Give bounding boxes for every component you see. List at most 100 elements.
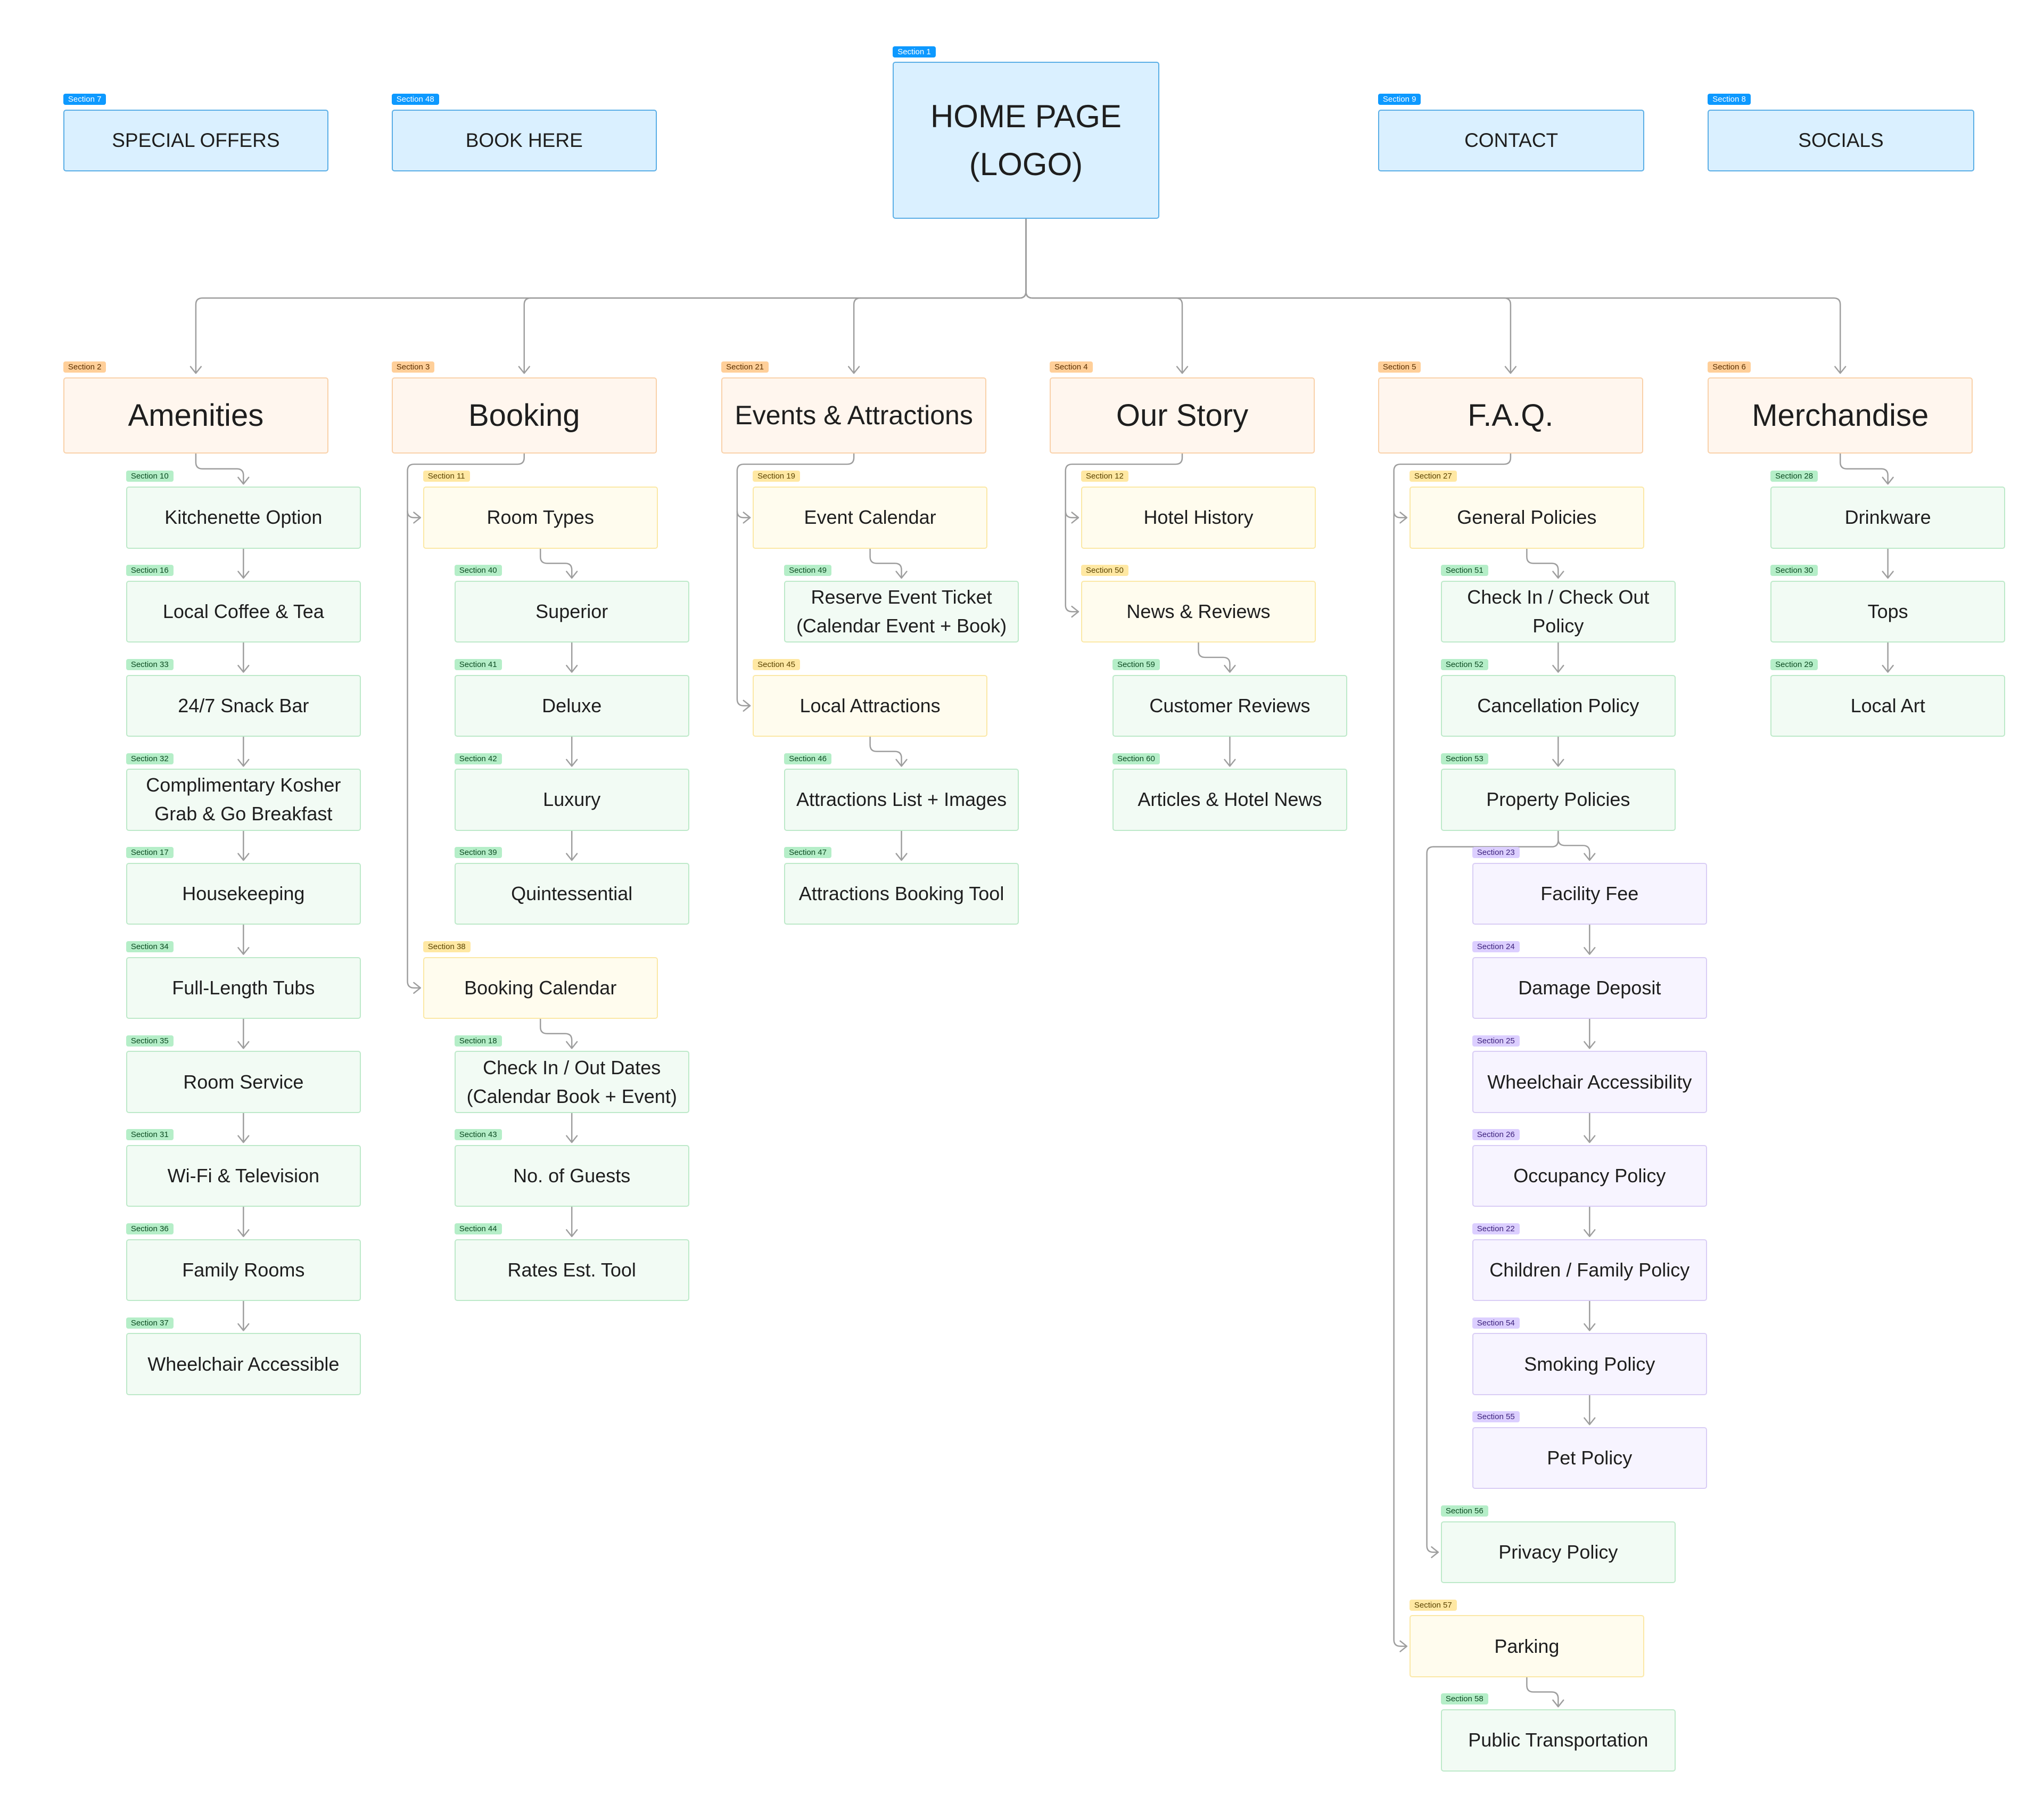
node-label: Local Art [1850,694,1925,716]
section-tag: Section 53 [1440,753,1488,764]
section-tag: Section 12 [1081,471,1128,482]
section-tag: Section 9 [1378,93,1421,105]
connector-arrow [518,218,1027,374]
node-family-rooms: Family Rooms [126,1239,361,1302]
node-label: Room Types [487,506,594,529]
section-tag: Section 30 [1770,565,1818,576]
section-tag: Section 36 [126,1223,174,1234]
connector-arrow [1224,736,1236,767]
node-label: SOCIALS [1798,129,1884,151]
node-label: 24/7 Snack Bar [178,694,309,716]
section-tag: Section 18 [454,1035,502,1047]
node-damage-deposit: Damage Deposit [1472,957,1707,1019]
node-local-coffee-and-tea: Local Coffee & Tea [126,580,361,643]
node-kitchenette-option: Kitchenette Option [126,487,361,549]
node-quintessential: Quintessential [454,862,689,925]
node-booking-calendar: Booking Calendar [423,957,658,1019]
node-label: Merchandise [1752,398,1929,433]
node-complimentary-kosher-grab-and-go-breakfast: Complimentary Kosher Grab & Go Breakfast [126,769,361,831]
node-check-in-check-out-policy: Check In / Check Out Policy [1440,580,1676,643]
column-header-events-and-attractions: Events & Attractions [721,377,987,454]
node-full-length-tubs: Full-Length Tubs [126,957,361,1019]
node-label: Kitchenette Option [164,506,323,529]
connector-arrow [736,452,855,712]
section-tag: Section 56 [1440,1505,1488,1517]
section-tag: Section 40 [454,565,502,576]
node-label: BOOK HERE [465,129,583,151]
section-tag: Section 41 [454,658,502,670]
connector-arrow [1840,452,1894,485]
section-tag: Section 45 [753,658,800,670]
section-tag: Section 27 [1409,471,1457,482]
section-tag: Section 31 [126,1129,174,1141]
node-wi-fi-and-television: Wi-Fi & Television [126,1144,361,1207]
node-superior: Superior [454,580,689,643]
node-label: Occupancy Policy [1513,1165,1666,1187]
node-label: Parking [1494,1635,1560,1657]
connector-arrow [1025,218,1517,374]
section-tag: Section 3 [391,361,435,373]
node-label: Local Coffee & Tea [162,600,324,623]
section-tag: Section 50 [1081,565,1128,576]
connector-arrow [237,642,250,673]
connector-arrow [869,548,908,579]
node-local-attractions: Local Attractions [753,674,988,737]
node-customer-reviews: Customer Reviews [1112,674,1347,737]
node-cancellation-policy: Cancellation Policy [1440,674,1676,737]
node-no-of-guests: No. of Guests [454,1144,689,1207]
connector-arrow [1584,1018,1596,1049]
connector-arrow [1584,1300,1596,1331]
section-tag: Section 29 [1770,658,1818,670]
connector-arrow [1393,510,1408,524]
section-tag: Section 54 [1472,1317,1520,1329]
node-label: Rates Est. Tool [507,1258,636,1281]
section-tag: Section 25 [1472,1035,1520,1047]
section-tag: Section 46 [784,753,831,764]
connector-arrow [1526,548,1564,579]
node-label: Wheelchair Accessible [147,1353,340,1375]
node-rates-est-tool: Rates Est. Tool [454,1239,689,1302]
connector-arrow [1584,1394,1596,1426]
connector-arrow [1065,452,1183,618]
node-local-art: Local Art [1770,674,2006,737]
column-header-our-story: Our Story [1050,377,1315,454]
node-label: News & Reviews [1126,600,1271,623]
node-luxury: Luxury [454,769,689,831]
connector-arrow [566,1206,578,1237]
node-24-7-snack-bar: 24/7 Snack Bar [126,674,361,737]
section-tag: Section 49 [784,565,831,576]
connector-arrow [1557,830,1596,861]
nav-contact: CONTACT [1378,109,1645,172]
section-tag: Section 51 [1440,565,1488,576]
section-tag: Section 35 [126,1035,174,1047]
section-tag: Section 10 [126,471,174,482]
node-children-family-policy: Children / Family Policy [1472,1239,1707,1302]
connector-arrow [237,830,250,861]
node-label: Wheelchair Accessibility [1487,1070,1692,1093]
node-public-transportation: Public Transportation [1440,1709,1676,1772]
section-tag: Section 38 [423,941,471,952]
connector-arrow [237,1018,250,1049]
section-tag: Section 39 [454,847,502,859]
section-tag: Section 23 [1472,847,1520,859]
connector-arrow [847,218,1027,374]
connector-arrow [407,510,422,524]
node-label: Damage Deposit [1518,976,1661,999]
connector-arrow [1065,510,1079,524]
node-label: Luxury [543,788,601,811]
node-label: No. of Guests [513,1165,631,1187]
section-tag: Section 37 [126,1317,174,1329]
connector-arrow [540,1018,578,1049]
connector-arrow [1393,452,1512,1652]
node-occupancy-policy: Occupancy Policy [1472,1144,1707,1207]
section-tag: Section 17 [126,847,174,859]
connector-arrow [237,924,250,955]
nav-book-here: BOOK HERE [391,109,657,172]
section-tag: Section 28 [1770,471,1818,482]
section-tag: Section 57 [1409,1599,1457,1611]
node-label: Facility Fee [1540,883,1639,905]
connector-arrow [895,830,908,861]
node-label: F.A.Q. [1468,398,1554,433]
node-label: Housekeeping [182,883,305,905]
